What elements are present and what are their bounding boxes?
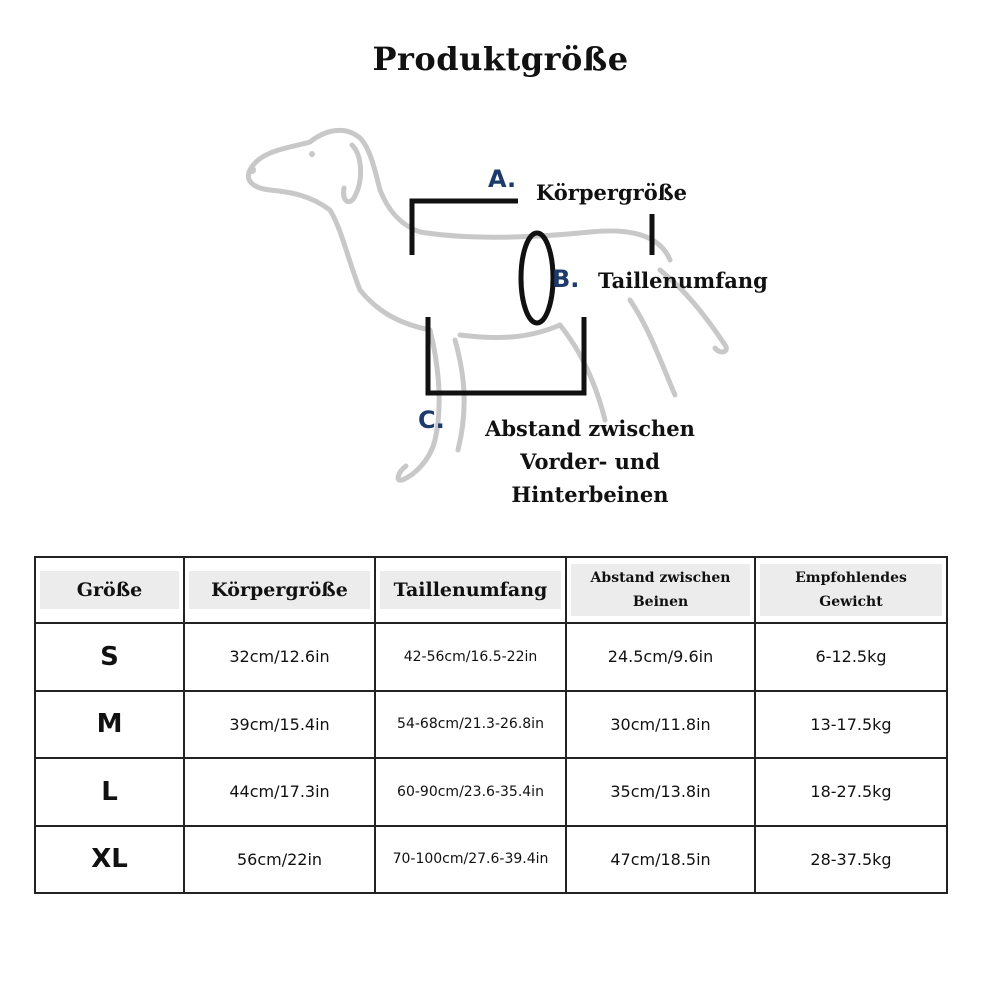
leg-distance-bracket — [425, 317, 587, 396]
header-leg-distance: Abstand zwischen Beinen — [565, 556, 756, 624]
body-length-cell: 32cm/12.6in — [183, 622, 376, 692]
size-cell: M — [34, 689, 185, 759]
marker-b: B. — [552, 265, 580, 293]
leg-distance-cell: 24.5cm/9.6in — [565, 622, 756, 692]
label-waist: Taillenumfang — [598, 268, 768, 293]
header-weight-line-1: Empfohlendes — [795, 570, 907, 586]
body-length-cell: 56cm/22in — [183, 824, 376, 894]
table-header-row: Größe Körpergröße Taillenumfang Abstand … — [34, 556, 948, 624]
label-leg-distance-line-2: Vorder- und — [520, 449, 660, 474]
table-row: M 39cm/15.4in 54-68cm/21.3-26.8in 30cm/1… — [34, 689, 948, 759]
body-length-cell: 44cm/17.3in — [183, 757, 376, 827]
leg-distance-cell: 47cm/18.5in — [565, 824, 756, 894]
table-row: S 32cm/12.6in 42-56cm/16.5-22in 24.5cm/9… — [34, 622, 948, 692]
label-leg-distance: Abstand zwischen Vorder- und Hinterbeine… — [460, 412, 720, 511]
body-length-bracket-left — [409, 198, 518, 255]
page-title: Produktgröße — [372, 40, 629, 78]
table-row: XL 56cm/22in 70-100cm/27.6-39.4in 47cm/1… — [34, 824, 948, 894]
weight-cell: 13-17.5kg — [754, 689, 948, 759]
table-row: L 44cm/17.3in 60-90cm/23.6-35.4in 35cm/1… — [34, 757, 948, 827]
waist-cell: 70-100cm/27.6-39.4in — [374, 824, 567, 894]
marker-c: C. — [418, 406, 445, 434]
body-length-cell: 39cm/15.4in — [183, 689, 376, 759]
header-leg-distance-line-1: Abstand zwischen — [590, 570, 731, 586]
waist-cell: 60-90cm/23.6-35.4in — [374, 757, 567, 827]
header-leg-distance-line-2: Beinen — [632, 594, 689, 610]
header-weight-line-2: Gewicht — [819, 594, 883, 610]
weight-cell: 28-37.5kg — [754, 824, 948, 894]
label-body-length: Körpergröße — [536, 180, 688, 205]
dog-outline-illustration — [245, 127, 729, 483]
weight-cell: 6-12.5kg — [754, 622, 948, 692]
size-cell: L — [34, 757, 185, 827]
size-table: Größe Körpergröße Taillenumfang Abstand … — [34, 556, 948, 894]
header-weight: Empfohlendes Gewicht — [754, 556, 948, 624]
size-cell: XL — [34, 824, 185, 894]
dog-measurement-diagram: A. Körpergröße B. Taillenumfang C. Absta… — [230, 110, 790, 530]
waist-cell: 54-68cm/21.3-26.8in — [374, 689, 567, 759]
label-leg-distance-line-1: Abstand zwischen — [485, 416, 695, 441]
leg-distance-cell: 35cm/13.8in — [565, 757, 756, 827]
header-waist: Taillenumfang — [374, 556, 567, 624]
header-size: Größe — [34, 556, 185, 624]
marker-a: A. — [488, 165, 517, 193]
waist-ellipse — [518, 230, 556, 326]
leg-distance-cell: 30cm/11.8in — [565, 689, 756, 759]
weight-cell: 18-27.5kg — [754, 757, 948, 827]
header-body-length: Körpergröße — [183, 556, 376, 624]
size-cell: S — [34, 622, 185, 692]
waist-cell: 42-56cm/16.5-22in — [374, 622, 567, 692]
label-leg-distance-line-3: Hinterbeinen — [511, 482, 669, 507]
